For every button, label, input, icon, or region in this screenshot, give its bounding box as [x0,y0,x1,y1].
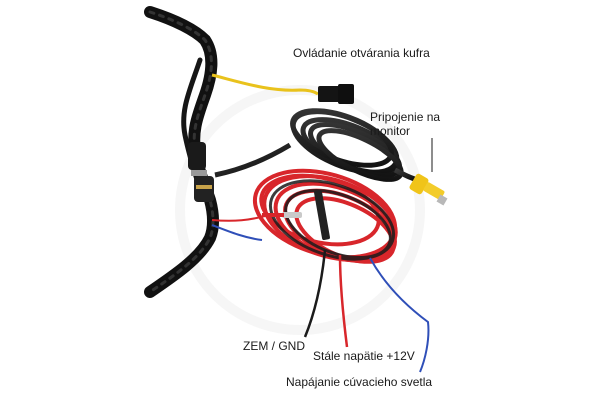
monitor-label-line1: Pripojenie na [370,110,441,124]
monitor-connection-label: Pripojenie na monitor [370,110,440,138]
zip-tie [314,190,330,240]
monitor-cable-coil [214,108,419,183]
inline-connector [188,142,214,202]
constant-12v-label: Stále napätie +12V [313,349,415,363]
power-cable-coil-shade [268,179,396,261]
trunk-release-label: Ovládanie otvárania kufra [293,46,430,60]
rca-connector [409,173,448,206]
reverse-light-wire [369,257,430,373]
ground-wire [303,249,327,338]
reverse-light-label: Napájanie cúvacieho svetla [286,375,433,389]
trunk-release-connector [318,84,354,104]
ground-label: ZEM / GND [243,339,305,353]
link-wires [211,215,266,241]
monitor-label-line2: monitor [370,124,411,138]
constant-12v-wire [338,254,349,348]
fuse-connector [262,212,302,218]
trunk-release-wire [211,73,319,96]
